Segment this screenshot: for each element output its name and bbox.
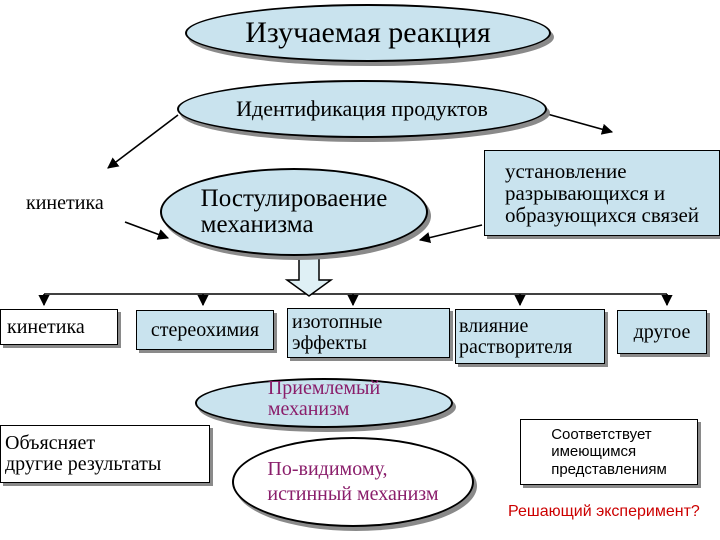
- kinetics-top-box: кинетика: [24, 185, 130, 221]
- kinetics-label: кинетика: [7, 315, 85, 338]
- consistent-with-label: Соответствует имеющимся представлениям: [551, 426, 667, 478]
- stereochemistry-label: стереохимия: [150, 318, 260, 341]
- explains-other-label: Объясняет другие результаты: [5, 432, 162, 475]
- block-arrow-down: [284, 257, 334, 297]
- studied-reaction-label: Изучаемая реакция: [245, 16, 491, 50]
- solvent-influence-label: влияние растворителя: [459, 314, 573, 358]
- bonds-label: установление разрывающихся и образующихс…: [504, 158, 700, 228]
- arrow-identification-to-kinetics: [107, 114, 179, 169]
- product-identification-label: Идентификация продуктов: [236, 96, 488, 122]
- kinetics-box: кинетика: [0, 309, 118, 345]
- solvent-influence-box: влияние растворителя: [455, 309, 605, 364]
- stereochemistry-box: стереохимия: [136, 310, 274, 350]
- true-mechanism-label: По-видимому, истинный механизм: [267, 458, 439, 505]
- kinetics-top-label: кинетика: [26, 191, 104, 214]
- explains-other-box: Объясняет другие результаты: [0, 425, 210, 483]
- product-identification-ellipse: Идентификация продуктов: [177, 80, 547, 138]
- consistent-with-box: Соответствует имеющимся представлениям: [520, 419, 698, 485]
- studied-reaction-ellipse: Изучаемая реакция: [185, 4, 551, 62]
- bonds-box: установление разрывающихся и образующихс…: [484, 150, 720, 236]
- acceptable-mechanism-ellipse: Приемлемый механизм: [195, 378, 453, 428]
- acceptable-mechanism-label: Приемлемый механизм: [267, 377, 381, 420]
- arrow-identification-to-bonds: [539, 111, 614, 135]
- other-box: другое: [617, 310, 707, 354]
- arrow-bonds-to-postulation: [418, 224, 483, 244]
- other-label: другое: [633, 320, 691, 343]
- isotope-effects-label: изотопные эффекты: [292, 311, 383, 354]
- arrow-kinetics-to-postulation: [124, 221, 170, 240]
- postulation-ellipse: Постулироваение механизма: [160, 168, 428, 256]
- decisive-experiment-text: Решающий эксперимент?: [508, 503, 700, 520]
- postulation-label: Постулироваение механизма: [200, 184, 388, 238]
- isotope-effects-box: изотопные эффекты: [287, 308, 450, 358]
- true-mechanism-ellipse: По-видимому, истинный механизм: [232, 437, 474, 527]
